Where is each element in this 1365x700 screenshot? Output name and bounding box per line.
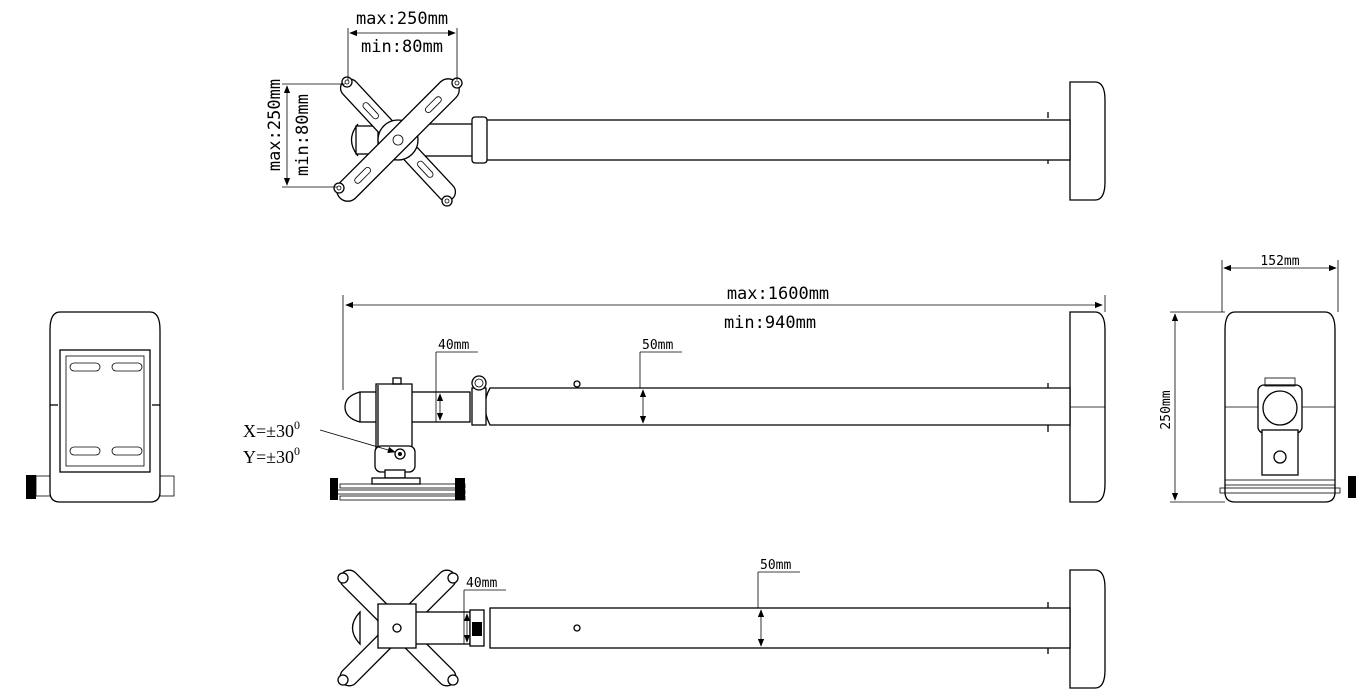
plate-height-label: 250mm bbox=[1159, 390, 1174, 429]
tilt-x-label: X=±300 bbox=[243, 418, 300, 441]
length-max-label: max:1600mm bbox=[727, 284, 829, 304]
top-width-max-label: max:250mm bbox=[356, 9, 448, 29]
outer-tube bbox=[484, 387, 1071, 426]
side-view: max:1600mm min:940mm X=±300 Y=±300 40mm bbox=[243, 284, 1106, 503]
plate-width-label: 152mm bbox=[1260, 254, 1299, 269]
bottom-inner-tube-label: 40mm bbox=[466, 576, 497, 591]
bottom-outer-tube-label: 50mm bbox=[760, 558, 791, 573]
bottom-view: 40mm 50mm bbox=[337, 558, 1106, 689]
wall-plate bbox=[1069, 311, 1106, 503]
top-height-max-label: max:250mm bbox=[265, 79, 285, 171]
wall-plate bbox=[1069, 81, 1106, 201]
front-view bbox=[26, 311, 175, 503]
top-width-min-label: min:80mm bbox=[361, 37, 443, 57]
end-view: 152mm 250mm bbox=[1159, 254, 1356, 503]
length-min-label: min:940mm bbox=[724, 313, 816, 333]
inner-tube-diameter-label: 40mm bbox=[438, 338, 469, 353]
tube-collar bbox=[471, 116, 488, 164]
outer-tube-diameter-label: 50mm bbox=[642, 338, 673, 353]
outer-tube bbox=[484, 119, 1071, 161]
mounting-arm bbox=[336, 78, 460, 202]
top-height-min-label: min:80mm bbox=[293, 94, 313, 176]
tilt-y-label: Y=±300 bbox=[243, 444, 300, 467]
top-view: max:250mm min:80mm max:250mm min:80mm bbox=[265, 9, 1106, 207]
